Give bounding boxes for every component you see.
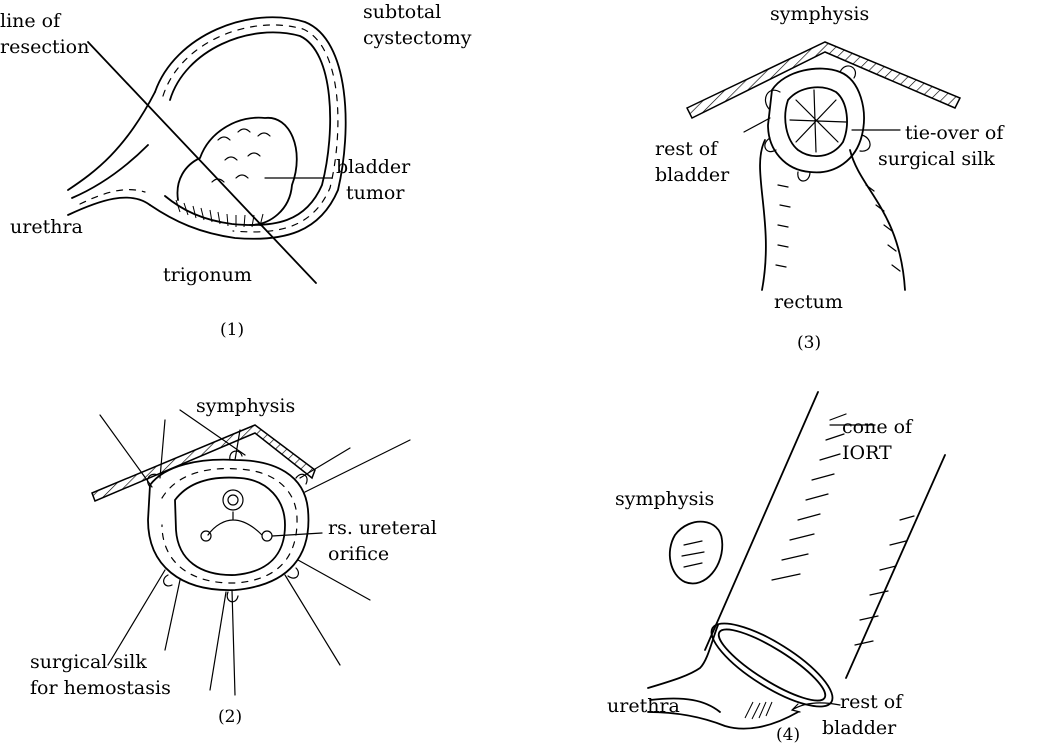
label-trigonum: trigonum bbox=[163, 264, 252, 286]
urethral-ring-1 bbox=[223, 490, 243, 510]
bladder-wall-inner bbox=[165, 32, 330, 225]
label-symphysis: symphysis bbox=[196, 395, 295, 417]
ureteral-orifice-right bbox=[262, 531, 272, 541]
panel-1: line of resection subtotal cystectomy bl… bbox=[0, 1, 472, 340]
caption-2: (2) bbox=[218, 707, 242, 727]
label-tie-over-1: tie-over of bbox=[905, 122, 1005, 144]
label-urethra: urethra bbox=[10, 216, 83, 238]
symphysis-oval-texture bbox=[682, 541, 704, 567]
panel-4: cone of IORT symphysis urethra rest of b… bbox=[607, 392, 945, 744]
symphysis-bar bbox=[687, 42, 960, 118]
label-subtotal-cystectomy-1: subtotal bbox=[363, 1, 441, 23]
rectum-texture bbox=[776, 185, 900, 271]
label-rectum: rectum bbox=[774, 291, 843, 313]
bladder-ring-dashes bbox=[162, 469, 297, 583]
label-bladder-tumor-2: tumor bbox=[346, 182, 405, 204]
iort-cone-opening-inner bbox=[711, 619, 833, 712]
urethra-outline bbox=[68, 92, 155, 215]
trigone-line bbox=[208, 512, 262, 535]
tie-over-spokes bbox=[790, 90, 846, 152]
label-line-of-resection-1: line of bbox=[0, 10, 62, 32]
label-subtotal-cystectomy-2: cystectomy bbox=[363, 27, 472, 49]
panel-3: symphysis rest of bladder tie-over of su… bbox=[655, 3, 1005, 353]
suture-knots bbox=[148, 451, 308, 602]
bladder-ring-inner bbox=[175, 478, 285, 576]
rest-bladder-hatch bbox=[745, 702, 772, 719]
rest-bladder-leader bbox=[744, 118, 770, 132]
symphysis-bar bbox=[92, 425, 315, 501]
urethra-dashes bbox=[80, 190, 145, 204]
label-ureteral-orifice-2: orifice bbox=[328, 543, 389, 565]
ureteral-leader bbox=[272, 533, 322, 536]
caption-3: (3) bbox=[797, 333, 821, 353]
label-rest-of-bladder-2: bladder bbox=[822, 717, 897, 739]
label-cone-of-iort-1: cone of bbox=[842, 416, 914, 438]
label-rest-of-bladder-2: bladder bbox=[655, 164, 730, 186]
label-tie-over-2: surgical silk bbox=[878, 148, 995, 170]
resection-line bbox=[88, 42, 316, 283]
symphysis-oval bbox=[670, 522, 723, 584]
caption-1: (1) bbox=[220, 320, 244, 340]
ureteral-orifice-left bbox=[201, 531, 211, 541]
iort-cone-opening-outer bbox=[701, 609, 843, 721]
label-urethra: urethra bbox=[607, 695, 680, 717]
urethral-center bbox=[228, 495, 238, 505]
label-rest-of-bladder-1: rest of bbox=[655, 138, 719, 160]
label-line-of-resection-2: resection bbox=[0, 36, 89, 58]
label-symphysis: symphysis bbox=[615, 488, 714, 510]
label-cone-of-iort-2: IORT bbox=[842, 442, 892, 464]
label-surgical-silk-1: surgical silk bbox=[30, 651, 147, 673]
label-bladder-tumor-1: bladder bbox=[336, 156, 411, 178]
label-ureteral-orifice-1: rs. ureteral bbox=[328, 517, 437, 539]
label-rest-of-bladder-1: rest of bbox=[840, 691, 904, 713]
bladder-tumor-mass bbox=[177, 118, 296, 225]
label-symphysis: symphysis bbox=[770, 3, 869, 25]
panel-2: symphysis rs. ureteral orifice surgical … bbox=[30, 395, 437, 727]
tumor-texture bbox=[212, 129, 270, 182]
rest-bladder-arrow bbox=[792, 703, 840, 712]
caption-4: (4) bbox=[776, 725, 800, 744]
label-surgical-silk-2: for hemostasis bbox=[30, 677, 171, 699]
